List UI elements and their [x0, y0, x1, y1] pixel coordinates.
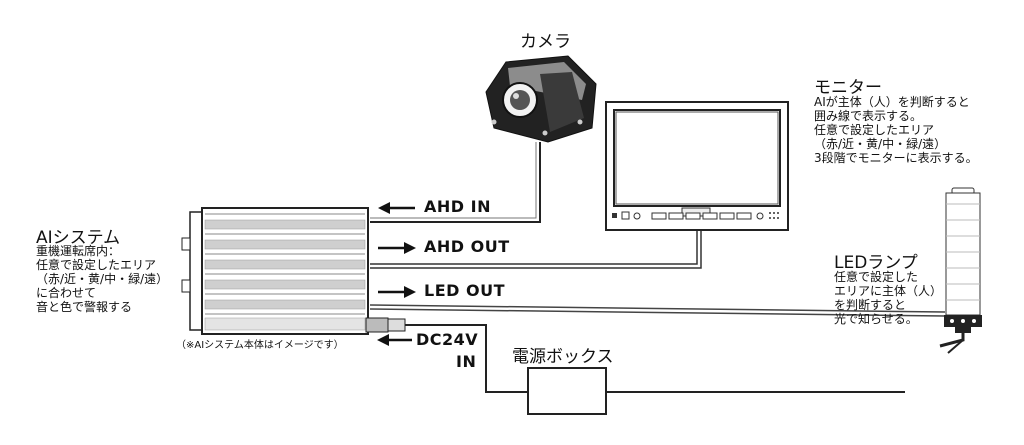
- led-lamp-description: 任意で設定した エリアに主体（人） を判断すると 光で知らせる。: [834, 270, 943, 326]
- camera-icon: [485, 55, 597, 143]
- ai-system-unit: [181, 207, 369, 335]
- dc-in-label-2: IN: [456, 352, 477, 371]
- ai-system-title: AIシステム: [36, 228, 121, 248]
- led-cable: [369, 304, 946, 317]
- ahd-in-arrow: [378, 202, 415, 214]
- led-out-arrow: [378, 286, 416, 298]
- ahd-out-label: AHD OUT: [424, 237, 510, 256]
- monitor-description: AIが主体（人）を判断すると 囲み線で表示する。 任意で設定したエリア （赤/近…: [814, 95, 978, 165]
- ai-system-description: 重機運転席内： 任意で設定したエリア （赤/近・黄/中・緑/遠） に合わせて 音…: [36, 244, 169, 314]
- power-box-icon: [527, 367, 607, 415]
- led-out-label: LED OUT: [424, 281, 505, 300]
- camera-cable: [370, 142, 541, 223]
- power-box-label: 電源ボックス: [512, 347, 614, 367]
- dc-connector: [365, 317, 406, 333]
- led-lamp-title: LEDランプ: [834, 253, 918, 273]
- dc-in-arrow: [377, 334, 412, 346]
- ai-system-caption: （※AIシステム本体はイメージです）: [176, 340, 344, 351]
- monitor-cable: [370, 230, 702, 269]
- ahd-in-label: AHD IN: [424, 197, 491, 216]
- dc-in-label: DC24V: [416, 330, 479, 349]
- led-lamp-icon: [939, 187, 982, 354]
- monitor-title: モニター: [814, 78, 882, 98]
- monitor-icon: [605, 101, 789, 231]
- power-cable: [405, 324, 905, 393]
- ahd-out-arrow: [378, 242, 416, 254]
- camera-label: カメラ: [520, 32, 571, 52]
